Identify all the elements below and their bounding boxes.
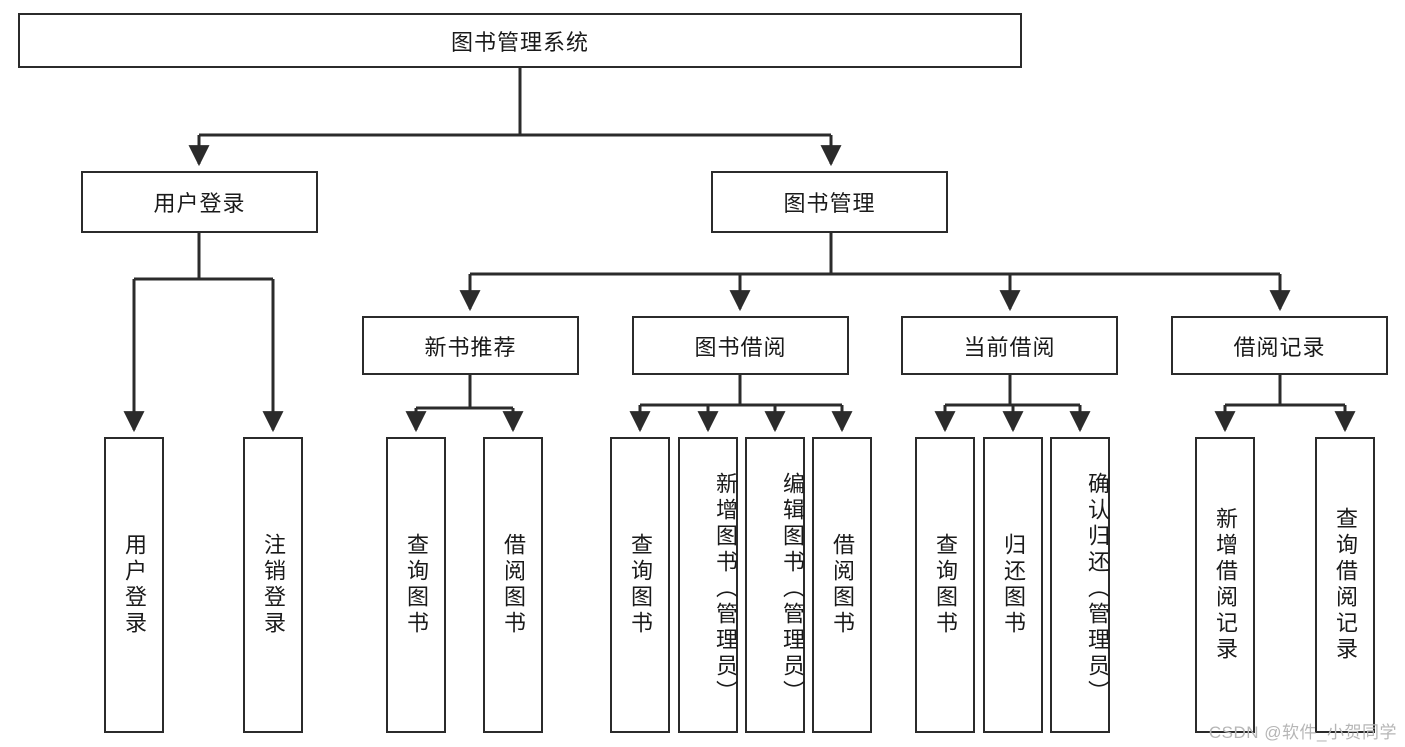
node-current-borrow-label: 当前借阅: [963, 334, 1056, 360]
node-leaf-add-book-admin-label: 新增图书（管理员）: [713, 472, 738, 706]
node-leaf-user-logout-label: 注销登录: [261, 533, 286, 637]
node-leaf-query-book-recommend-label: 查询图书: [404, 533, 429, 637]
connector-group-borrow-record: [1214, 375, 1356, 433]
node-leaf-query-borrow-record[interactable]: 查询借阅记录: [1315, 437, 1375, 733]
connector-group-book-manage: [459, 233, 1291, 312]
node-book-borrow-label: 图书借阅: [694, 334, 787, 360]
node-leaf-borrow-book[interactable]: 借阅图书: [812, 437, 872, 733]
node-book-manage-label: 图书管理: [783, 191, 876, 216]
node-leaf-query-book-current[interactable]: 查询图书: [915, 437, 975, 733]
node-new-book-recommend-label: 新书推荐: [424, 334, 517, 360]
node-leaf-query-book-borrow-label: 查询图书: [628, 533, 653, 637]
node-leaf-add-book-admin[interactable]: 新增图书（管理员）: [678, 437, 738, 733]
node-borrow-record-label: 借阅记录: [1233, 334, 1326, 360]
node-new-book-recommend[interactable]: 新书推荐: [362, 316, 579, 375]
node-leaf-user-login-label: 用户登录: [122, 533, 147, 637]
connector-group-user-login: [123, 233, 284, 433]
node-leaf-edit-book-admin[interactable]: 编辑图书（管理员）: [745, 437, 805, 733]
node-user-login[interactable]: 用户登录: [81, 171, 318, 233]
connector-group-current-borrow: [934, 375, 1091, 433]
csdn-watermark: CSDN @软件_小贺同学: [1208, 723, 1397, 742]
node-leaf-confirm-return-admin[interactable]: 确认归还（管理员）: [1050, 437, 1110, 733]
node-user-login-label: 用户登录: [153, 191, 246, 216]
node-leaf-query-borrow-record-label: 查询借阅记录: [1333, 507, 1358, 663]
node-borrow-record[interactable]: 借阅记录: [1171, 316, 1388, 375]
node-leaf-return-book-label: 归还图书: [1001, 533, 1026, 637]
connector-group-new-book-rec: [405, 375, 524, 433]
node-leaf-user-login[interactable]: 用户登录: [104, 437, 164, 733]
node-leaf-borrow-book-recommend[interactable]: 借阅图书: [483, 437, 543, 733]
node-book-manage[interactable]: 图书管理: [711, 171, 948, 233]
node-current-borrow[interactable]: 当前借阅: [901, 316, 1118, 375]
node-root[interactable]: 图书管理系统: [18, 13, 1022, 68]
connector-group-root: [188, 68, 842, 167]
node-leaf-borrow-book-recommend-label: 借阅图书: [501, 533, 526, 637]
node-leaf-add-borrow-record-label: 新增借阅记录: [1213, 507, 1238, 663]
node-book-borrow[interactable]: 图书借阅: [632, 316, 849, 375]
node-leaf-add-borrow-record[interactable]: 新增借阅记录: [1195, 437, 1255, 733]
node-leaf-query-book-recommend[interactable]: 查询图书: [386, 437, 446, 733]
node-leaf-edit-book-admin-label: 编辑图书（管理员）: [780, 472, 805, 706]
node-leaf-user-logout[interactable]: 注销登录: [243, 437, 303, 733]
node-leaf-confirm-return-admin-label: 确认归还（管理员）: [1085, 472, 1110, 706]
connector-group-book-borrow: [629, 375, 853, 433]
node-root-label: 图书管理系统: [450, 29, 589, 55]
node-leaf-borrow-book-label: 借阅图书: [830, 533, 855, 637]
node-leaf-query-book-current-label: 查询图书: [933, 533, 958, 637]
node-leaf-return-book[interactable]: 归还图书: [983, 437, 1043, 733]
node-leaf-query-book-borrow[interactable]: 查询图书: [610, 437, 670, 733]
